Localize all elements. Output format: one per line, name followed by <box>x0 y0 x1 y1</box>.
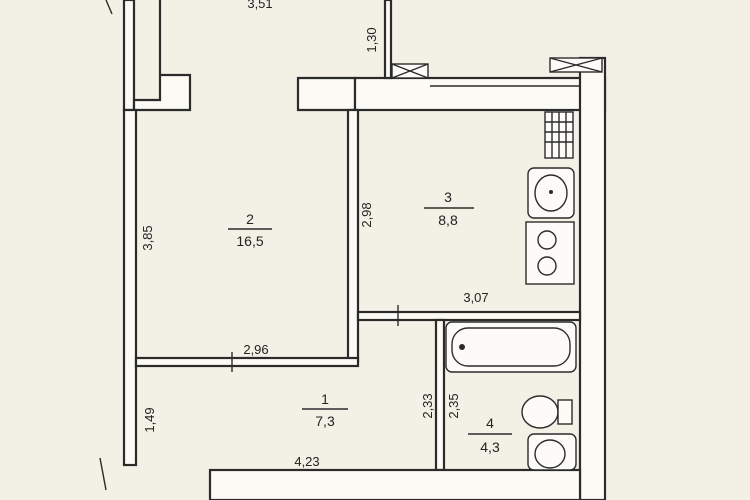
wall-corner-center <box>296 76 357 112</box>
burner-icon <box>537 256 557 276</box>
room-area: 7,3 <box>315 413 335 429</box>
room-3-label: 3 8,8 <box>424 189 474 228</box>
wall-room2-bottom <box>134 356 360 368</box>
dim-top-balcony: 1,30 <box>364 27 379 52</box>
walls <box>122 0 607 500</box>
wall-bottom <box>208 468 582 500</box>
dim-room3-width: 3,07 <box>463 290 488 305</box>
dim-room2-width: 2,96 <box>243 342 268 357</box>
room-area: 4,3 <box>480 439 500 455</box>
kitchen-fixtures <box>525 111 575 285</box>
toilet-icon <box>521 395 559 429</box>
windows <box>391 57 603 87</box>
room-number: 4 <box>486 415 494 431</box>
burner-icon <box>537 230 557 250</box>
dim-hall-height: 1,49 <box>142 407 157 432</box>
room-4-label: 4 4,3 <box>468 415 512 455</box>
room-number: 3 <box>444 189 452 205</box>
wall-top-band <box>353 76 607 112</box>
wall-right <box>578 56 607 500</box>
door-marks <box>99 0 399 500</box>
wall-left <box>122 108 138 467</box>
room-number: 1 <box>321 391 329 407</box>
dim-hall-width: 4,23 <box>294 454 319 469</box>
room-area: 8,8 <box>438 212 458 228</box>
dim-room2-height: 3,85 <box>140 225 155 250</box>
wall-bath-left <box>434 318 446 472</box>
dim-bath-height-b: 2,35 <box>446 393 461 418</box>
wall-balcony-left <box>383 0 393 80</box>
wall-top-left <box>122 0 136 112</box>
room-1-label: 1 7,3 <box>302 391 348 429</box>
bathroom-fixtures <box>445 321 577 471</box>
dim-top-corridor: 3,51 <box>247 0 272 11</box>
wall-corner-left <box>132 0 192 112</box>
wall-room2-room3 <box>346 108 360 364</box>
room-area: 16,5 <box>236 233 263 249</box>
wall-room3-bottom <box>356 310 582 322</box>
dim-bath-height-a: 2,33 <box>420 393 435 418</box>
dim-room3-height: 2,98 <box>359 202 374 227</box>
room-2-label: 2 16,5 <box>228 211 272 249</box>
grid-lines <box>545 112 573 158</box>
room-number: 2 <box>246 211 254 227</box>
